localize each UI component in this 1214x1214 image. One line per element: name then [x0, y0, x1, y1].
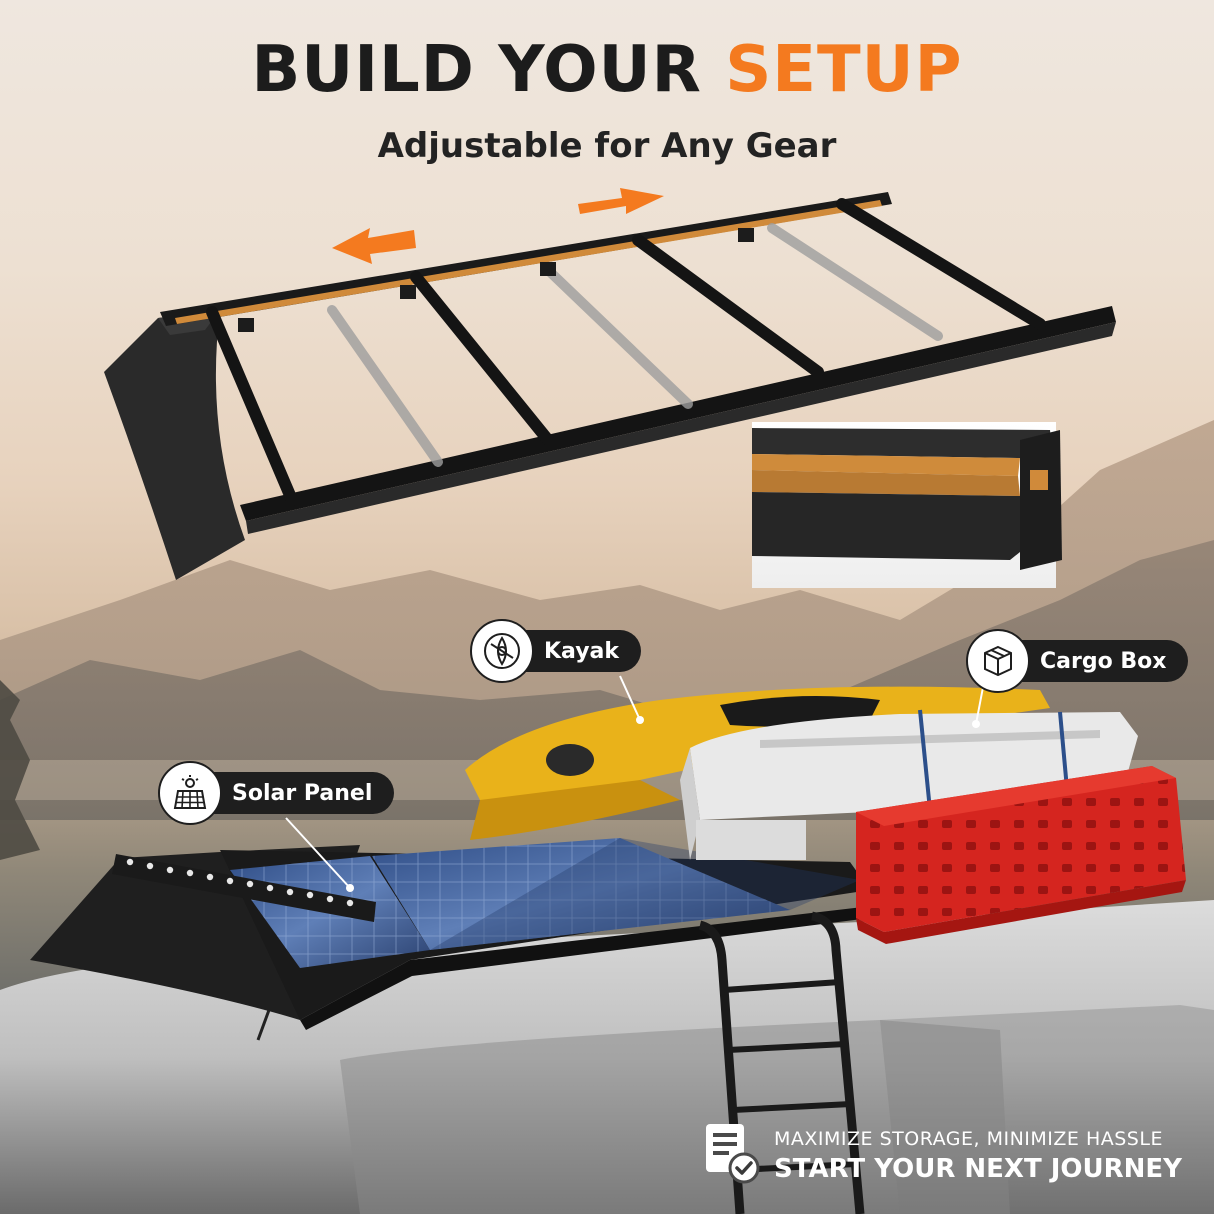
callout-cargo-box: Cargo Box — [966, 629, 1189, 693]
kayak-icon — [470, 619, 534, 683]
rail-detail-inset — [752, 422, 1062, 588]
footer-tagline: MAXIMIZE STORAGE, MINIMIZE HASSLE START … — [700, 1120, 1183, 1190]
headline-accent: SETUP — [725, 33, 963, 107]
solar-panel-icon — [158, 761, 222, 825]
subheadline: Adjustable for Any Gear — [377, 126, 837, 166]
footer-line1: MAXIMIZE STORAGE, MINIMIZE HASSLE — [774, 1128, 1163, 1150]
cargo-box-icon — [966, 629, 1030, 693]
van-with-rack — [0, 686, 1214, 1214]
headline-part1: BUILD YOUR — [251, 33, 702, 107]
callout-solar-panel-label: Solar Panel — [232, 780, 373, 806]
kayak-leader-line — [619, 675, 641, 721]
callout-solar-panel: Solar Panel — [158, 761, 395, 825]
checklist-icon — [706, 1124, 760, 1184]
arrow-left-icon — [332, 228, 416, 264]
callout-cargo-box-label: Cargo Box — [1040, 648, 1167, 674]
headline: BUILD YOUR SETUP — [0, 38, 1214, 102]
callout-kayak-label: Kayak — [544, 638, 620, 664]
solar-leader-line — [285, 817, 351, 889]
roof-rack-frame — [104, 192, 1116, 580]
callout-kayak: Kayak — [470, 619, 642, 683]
footer-line2: START YOUR NEXT JOURNEY — [774, 1154, 1183, 1184]
arrow-right-icon — [578, 188, 664, 214]
